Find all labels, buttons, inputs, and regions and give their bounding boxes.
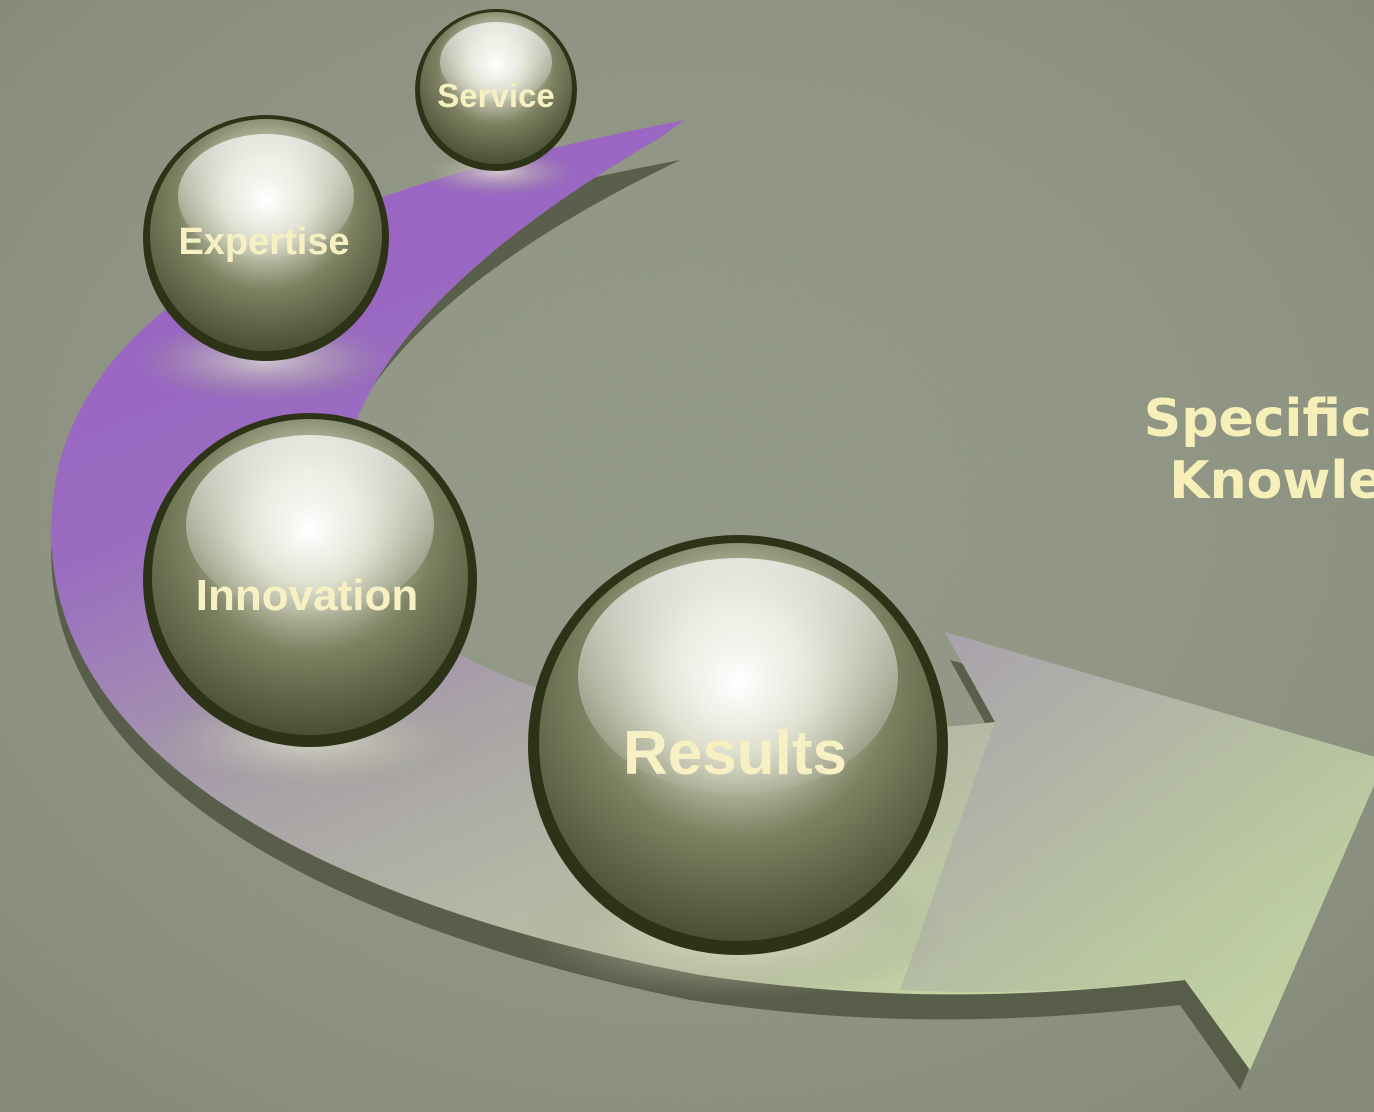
service-bubble: Service	[415, 9, 577, 171]
expertise-label: Expertise	[178, 221, 349, 263]
expertise-bubble: Expertise	[143, 115, 389, 361]
arrow-head	[900, 632, 1374, 1070]
side-heading-line1: Specific In	[1143, 389, 1374, 449]
innovation-label: Innovation	[196, 571, 418, 620]
side-heading-line2: Knowled	[1169, 451, 1374, 511]
service-label: Service	[437, 77, 554, 114]
results-bubble: Results	[528, 535, 948, 955]
side-heading: Specific In Knowled	[995, 388, 1374, 512]
innovation-bubble: Innovation	[143, 413, 477, 747]
results-label: Results	[623, 719, 847, 788]
